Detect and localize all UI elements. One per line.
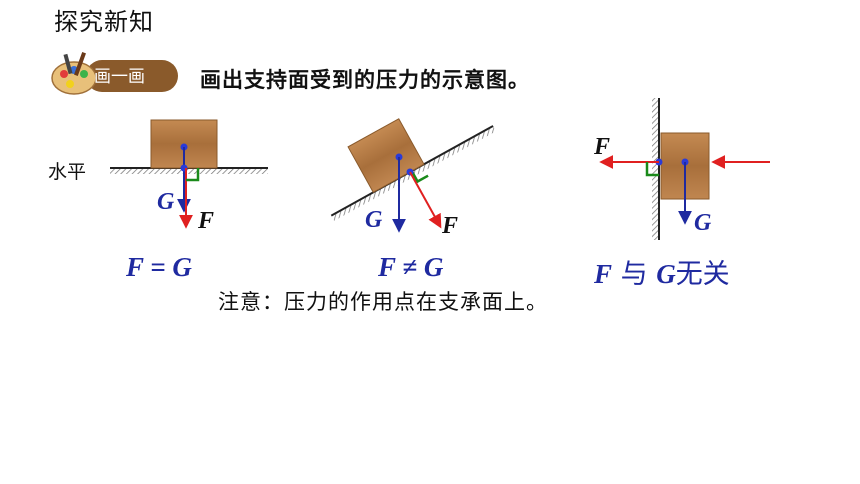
activity-badge xyxy=(51,52,178,95)
wood-block xyxy=(347,118,425,194)
caption-incline: F ≠ G xyxy=(378,252,444,282)
pressure-label: F xyxy=(593,134,610,160)
gravity-label: G xyxy=(157,189,175,215)
figure-incline: G F xyxy=(330,118,496,239)
pressure-label: F xyxy=(197,208,214,234)
surface-label-horizontal: 水平 xyxy=(48,161,86,183)
right-angle-mark xyxy=(410,170,429,184)
right-angle-mark xyxy=(645,162,659,177)
badge-pill xyxy=(86,60,178,92)
right-angle-mark xyxy=(186,168,200,182)
caption-wall-tail: 无关 xyxy=(675,259,730,290)
pressure-label: F xyxy=(441,213,458,239)
force-diagrams: 水平 G F G F F xyxy=(48,98,770,240)
caption-wall: F 与 G无关 xyxy=(594,252,730,291)
instruction-text: 画出支持面受到的压力的示意图。 xyxy=(200,68,530,92)
badge-label: 画一画 xyxy=(94,67,145,87)
gravity-label: G xyxy=(365,207,383,233)
pressure-arrow xyxy=(409,171,442,229)
horizontal-surface xyxy=(110,168,268,174)
figure-horizontal: 水平 G F xyxy=(48,119,268,234)
caption-horizontal: F = G xyxy=(126,252,192,282)
section-title: 探究新知 xyxy=(54,8,154,36)
caption-wall-g: G xyxy=(656,259,676,289)
figure-wall: F G xyxy=(593,98,770,240)
wall-surface xyxy=(652,98,659,240)
palette-icon xyxy=(51,52,97,95)
gravity-label: G xyxy=(694,210,712,236)
note-text: 注意：压力的作用点在支承面上。 xyxy=(218,290,548,314)
caption-wall-f: F xyxy=(594,259,613,289)
caption-wall-mid: 与 xyxy=(612,259,657,290)
